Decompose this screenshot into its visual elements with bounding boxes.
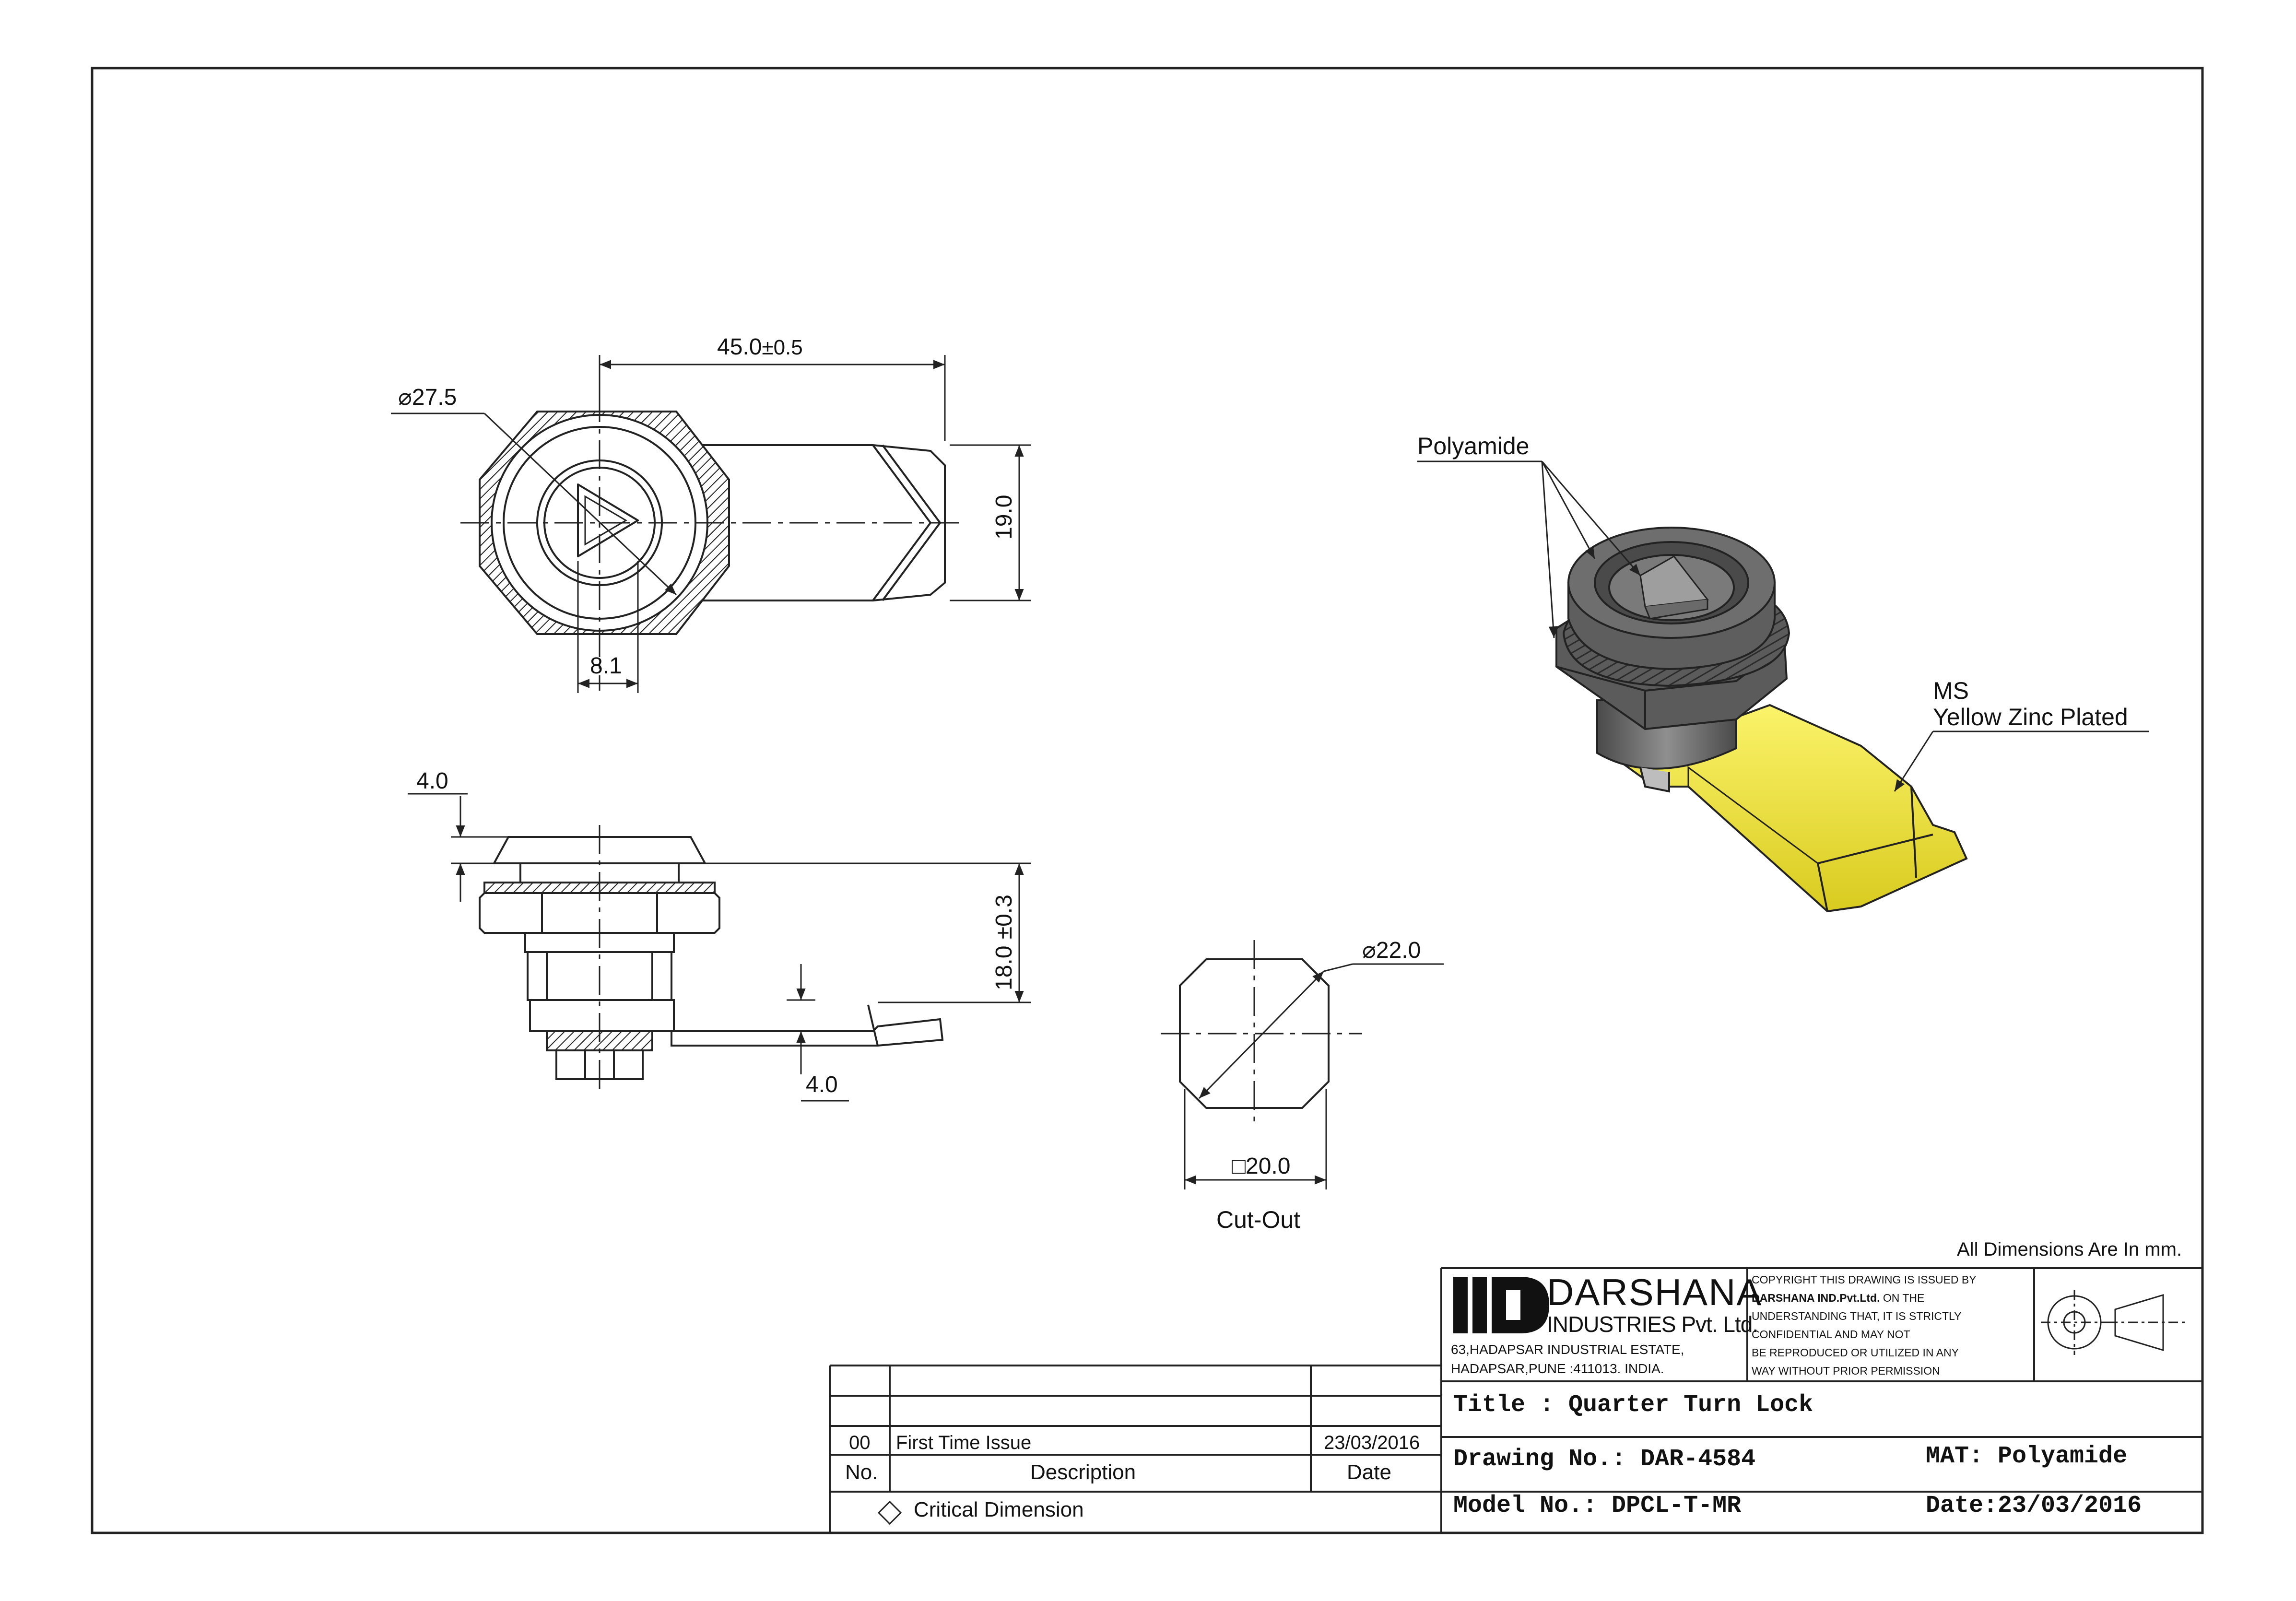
copyright-line-6: WAY WITHOUT PRIOR PERMISSION — [1752, 1365, 1940, 1377]
sheet-border — [91, 67, 2204, 1534]
company-address-1: 63,HADAPSAR INDUSTRIAL ESTATE, — [1451, 1342, 1684, 1357]
title-block-lines — [829, 1267, 2202, 1533]
side-view — [479, 825, 944, 1089]
material-callout-ms: MS — [1933, 677, 1969, 704]
critical-dimension-icon — [877, 1500, 902, 1525]
revision-header-description: Description — [1030, 1460, 1136, 1484]
copyright-line-2: DARSHANA IND.Pvt.Ltd. ON THE — [1752, 1292, 1925, 1304]
cutout-dimensions — [1184, 963, 1444, 1189]
cutout-view — [1161, 940, 1362, 1127]
drawing-title: Title : Quarter Turn Lock — [1453, 1391, 1813, 1419]
material-callout-polyamide: Polyamide — [1417, 433, 1530, 459]
square-icon: □ — [1232, 1154, 1246, 1179]
dim-grip-range: 18.0 ±0.3 — [991, 895, 1017, 990]
dim-head-thickness: 4.0 — [416, 768, 448, 794]
dim-cutout-diameter: ⌀22.0 — [1362, 938, 1421, 963]
cutout-caption: Cut-Out — [1216, 1206, 1301, 1233]
copyright-line-3: UNDERSTANDING THAT, IT IS STRICTLY — [1752, 1310, 1962, 1322]
dim-length: 45.0±0.5 — [717, 334, 803, 360]
top-view-triangle-drive — [577, 483, 639, 557]
diameter-icon: ⌀ — [1362, 938, 1376, 963]
revision-header-no: No. — [845, 1460, 878, 1484]
dim-cutout-square: □20.0 — [1232, 1154, 1291, 1179]
critical-dimension-legend: Critical Dimension — [914, 1498, 1084, 1521]
copyright-line-1: COPYRIGHT THIS DRAWING IS ISSUED BY — [1752, 1273, 1977, 1286]
dim-hub-diameter: ⌀27.5 — [398, 385, 457, 410]
dim-width: 19.0 — [991, 494, 1017, 540]
drawing-number: Drawing No.: DAR-4584 — [1453, 1446, 1756, 1473]
top-view-dimensions — [391, 355, 1031, 693]
company-logo — [1453, 1277, 1549, 1333]
units-note: All Dimensions Are In mm. — [1957, 1239, 2182, 1260]
material-callout-plating: Yellow Zinc Plated — [1933, 704, 2128, 730]
drawing-material: MAT: Polyamide — [1926, 1443, 2128, 1470]
dim-drive-size: 8.1 — [590, 653, 622, 679]
company-address-2: HADAPSAR,PUNE :411013. INDIA. — [1451, 1361, 1664, 1376]
model-number: Model No.: DPCL-T-MR — [1453, 1492, 1742, 1519]
material-leaders — [1417, 460, 2149, 792]
side-view-dimensions — [408, 793, 1031, 1102]
top-view — [460, 393, 964, 691]
copyright-line-4: CONFIDENTIAL AND MAY NOT — [1752, 1328, 1910, 1341]
diameter-icon: ⌀ — [398, 385, 412, 410]
company-subtitle: INDUSTRIES Pvt. Ltd. — [1547, 1312, 1758, 1337]
projection-symbol-icon — [2041, 1290, 2185, 1355]
isometric-view — [1555, 527, 1968, 913]
drawing-date: Date:23/03/2016 — [1926, 1492, 2142, 1519]
copyright-line-5: BE REPRODUCED OR UTILIZED IN ANY — [1752, 1346, 1959, 1359]
revision-row-date: 23/03/2016 — [1324, 1432, 1420, 1453]
revision-row-description: First Time Issue — [896, 1432, 1032, 1453]
side-view-hex-nut — [479, 892, 720, 934]
dim-cam-thickness: 4.0 — [806, 1072, 838, 1097]
revision-row-no: 00 — [849, 1432, 871, 1453]
revision-header-date: Date — [1347, 1460, 1391, 1484]
company-name: DARSHANA — [1547, 1271, 1763, 1313]
